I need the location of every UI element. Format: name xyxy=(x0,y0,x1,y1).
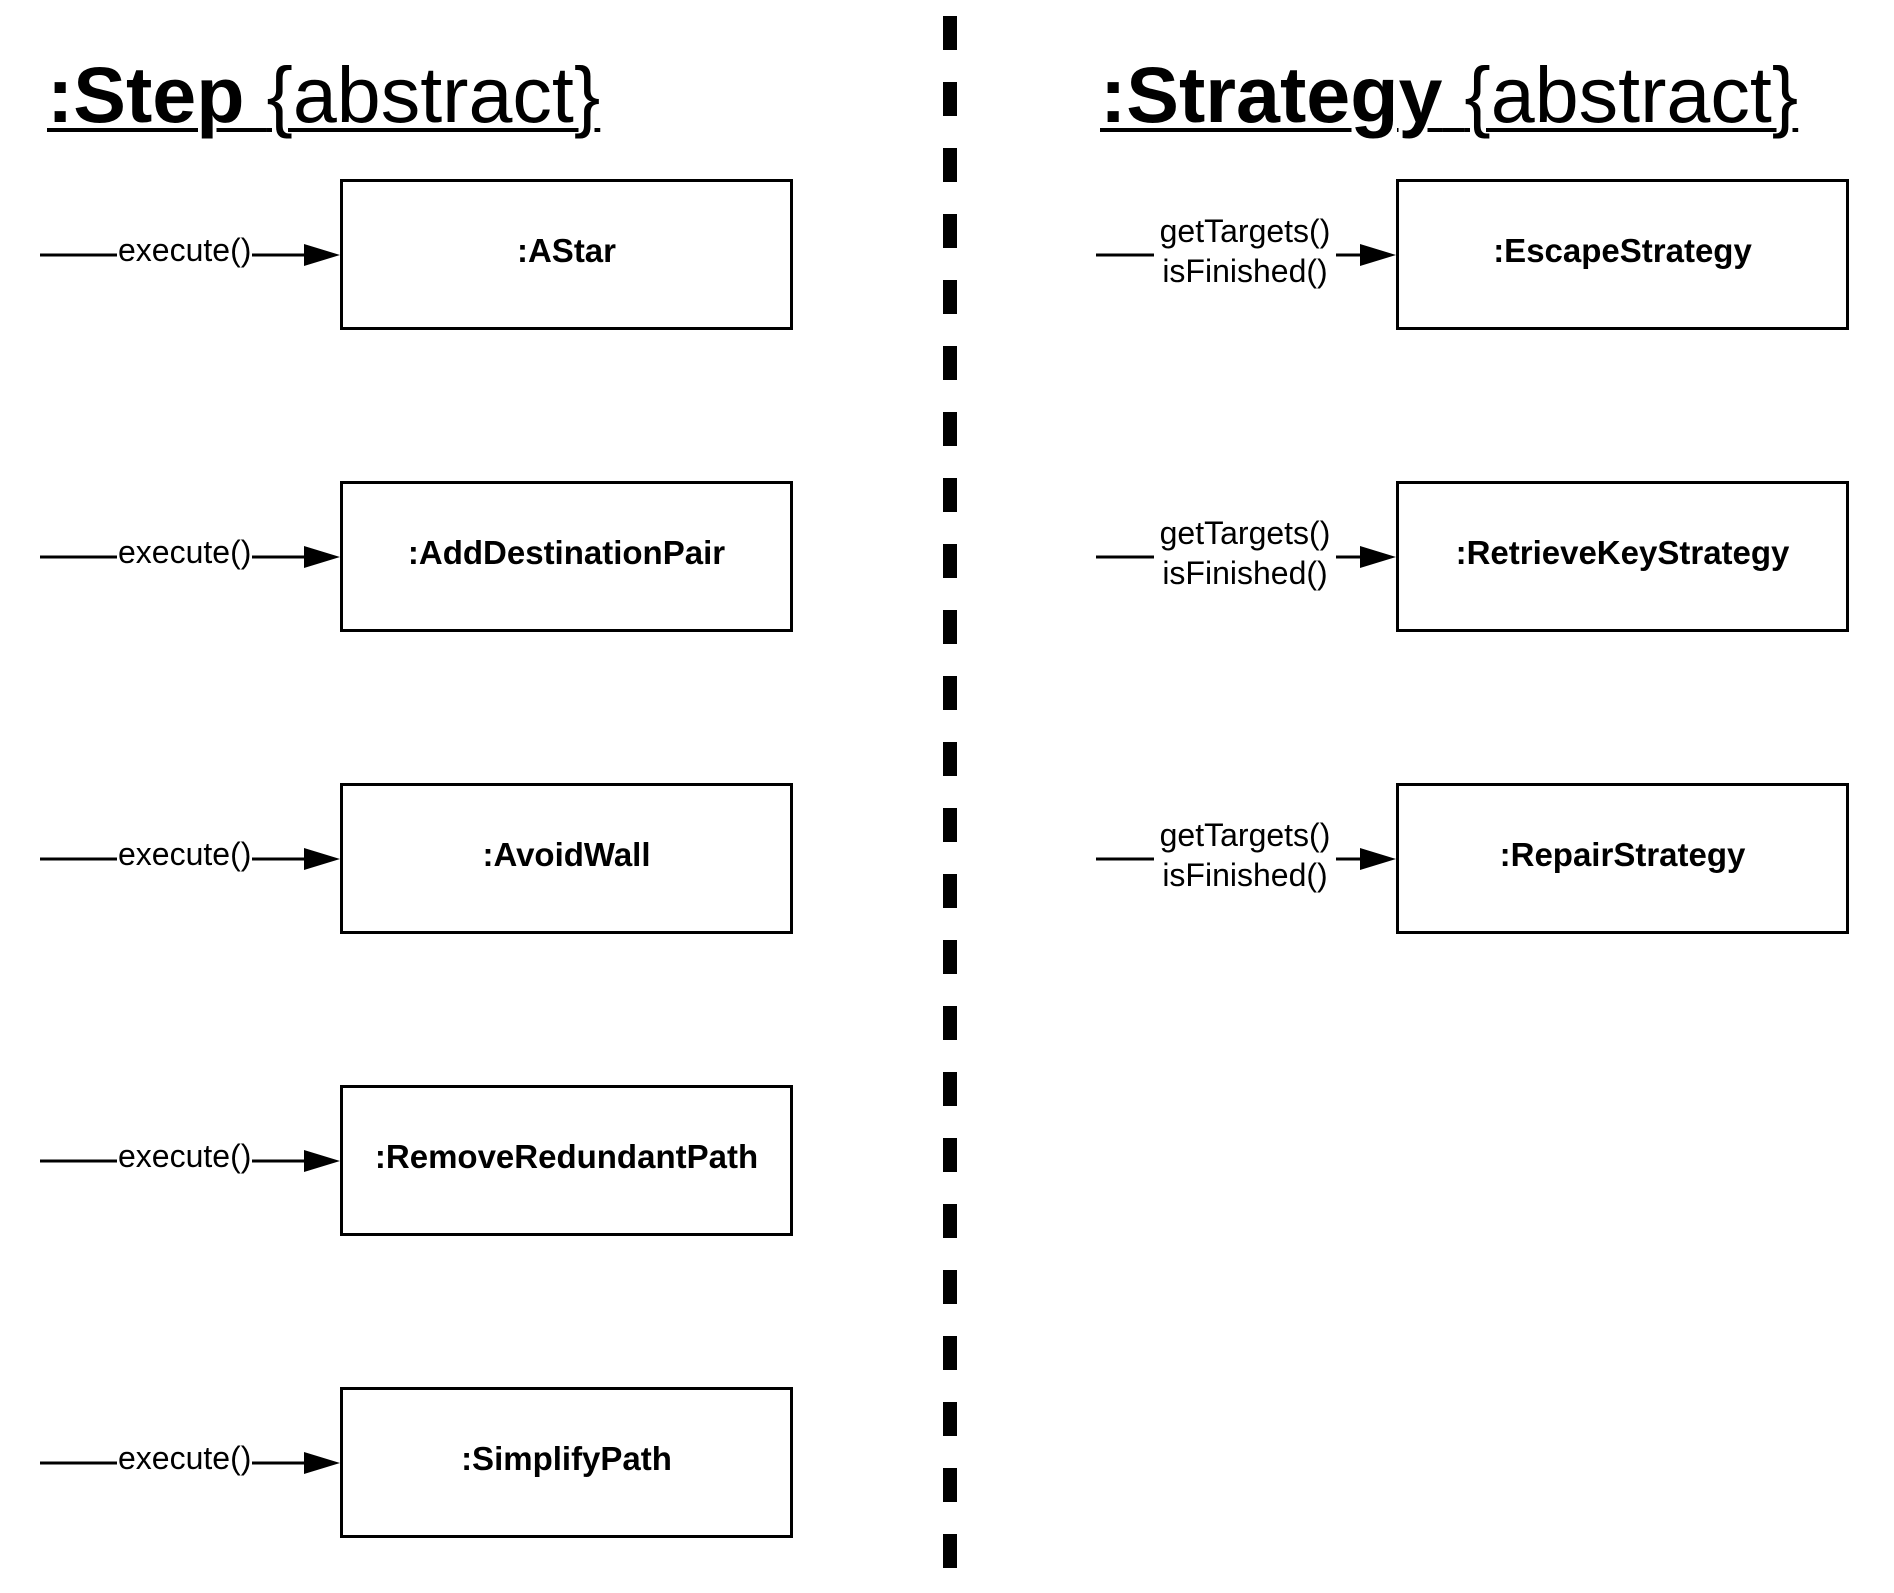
message-arrowhead xyxy=(304,244,340,266)
step-title-stereotype: {abstract} xyxy=(266,50,601,139)
object-box-remove-redundant-path: :RemoveRedundantPath xyxy=(340,1085,793,1236)
message-label: getTargets() xyxy=(1159,213,1331,249)
object-box-add-destination-pair: :AddDestinationPair xyxy=(340,481,793,632)
message-label: isFinished() xyxy=(1162,555,1328,591)
object-box-astar: :AStar xyxy=(340,179,793,330)
message-label-pair: getTargets() isFinished() xyxy=(1154,513,1336,593)
object-box-simplify-path: :SimplifyPath xyxy=(340,1387,793,1538)
message-label: getTargets() xyxy=(1159,817,1331,853)
message-label-pair: getTargets() isFinished() xyxy=(1154,815,1336,895)
message-label: getTargets() xyxy=(1159,515,1331,551)
object-name: :RepairStrategy xyxy=(1499,835,1746,873)
object-name: :EscapeStrategy xyxy=(1493,231,1752,269)
message-arrowhead xyxy=(304,848,340,870)
message-label: execute() xyxy=(117,230,253,270)
strategy-title: :Strategy {abstract} xyxy=(1100,50,1798,140)
object-name: :AddDestinationPair xyxy=(407,533,726,571)
message-label: isFinished() xyxy=(1162,857,1328,893)
message-label: execute() xyxy=(117,834,253,874)
step-title-name: :Step xyxy=(47,50,245,139)
strategy-title-stereotype: {abstract} xyxy=(1464,50,1799,139)
object-name: :AvoidWall xyxy=(482,835,651,873)
object-name: :SimplifyPath xyxy=(461,1439,672,1477)
object-name: :RetrieveKeyStrategy xyxy=(1455,533,1790,571)
object-box-retrieve-key-strategy: :RetrieveKeyStrategy xyxy=(1396,481,1849,632)
message-arrowhead xyxy=(304,546,340,568)
step-title: :Step {abstract} xyxy=(47,50,600,140)
message-arrowhead xyxy=(304,1452,340,1474)
message-label: execute() xyxy=(117,532,253,572)
message-label-pair: getTargets() isFinished() xyxy=(1154,211,1336,291)
object-name: :RemoveRedundantPath xyxy=(374,1137,759,1175)
object-box-avoid-wall: :AvoidWall xyxy=(340,783,793,934)
strategy-title-name: :Strategy xyxy=(1100,50,1443,139)
message-arrowhead xyxy=(1360,244,1396,266)
message-label: execute() xyxy=(117,1438,253,1478)
message-label: execute() xyxy=(117,1136,253,1176)
message-arrowhead xyxy=(1360,546,1396,568)
message-label: isFinished() xyxy=(1162,253,1328,289)
object-box-repair-strategy: :RepairStrategy xyxy=(1396,783,1849,934)
object-name: :AStar xyxy=(516,231,617,269)
message-arrowhead xyxy=(1360,848,1396,870)
message-arrowhead xyxy=(304,1150,340,1172)
object-box-escape-strategy: :EscapeStrategy xyxy=(1396,179,1849,330)
